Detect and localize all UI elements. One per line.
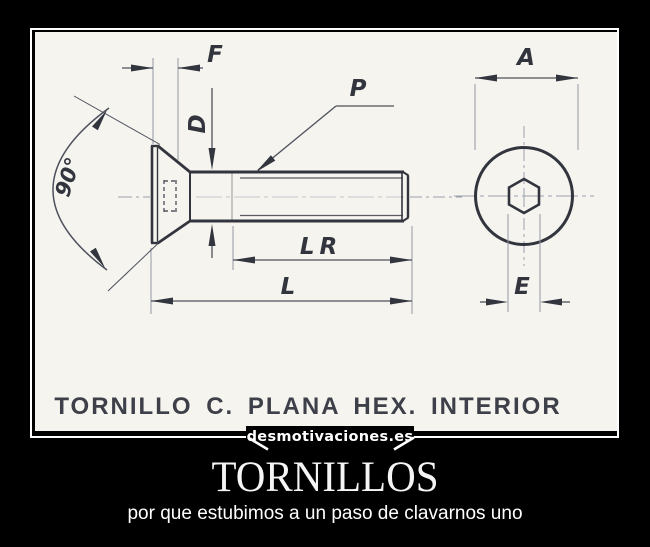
label-head-diameter: A [517,45,535,71]
label-thread-pitch: P [349,76,367,102]
drawing-caption: TORNILLO C. PLANA HEX. INTERIOR [54,393,562,420]
label-socket-size: E [514,274,530,300]
label-thread-length: LR [299,234,343,260]
label-shank-diameter: D [185,114,211,134]
watermark-badge: desmotivaciones.es [246,426,414,449]
poster-title: TORNILLOS [211,451,439,501]
watermark-text: desmotivaciones.es [246,429,414,445]
drawing-paper-panel [35,32,617,431]
label-total-length: L [280,274,296,300]
label-head-height: F [207,42,223,68]
poster-subtitle: por que estubimos a un paso de clavarnos… [127,503,523,524]
